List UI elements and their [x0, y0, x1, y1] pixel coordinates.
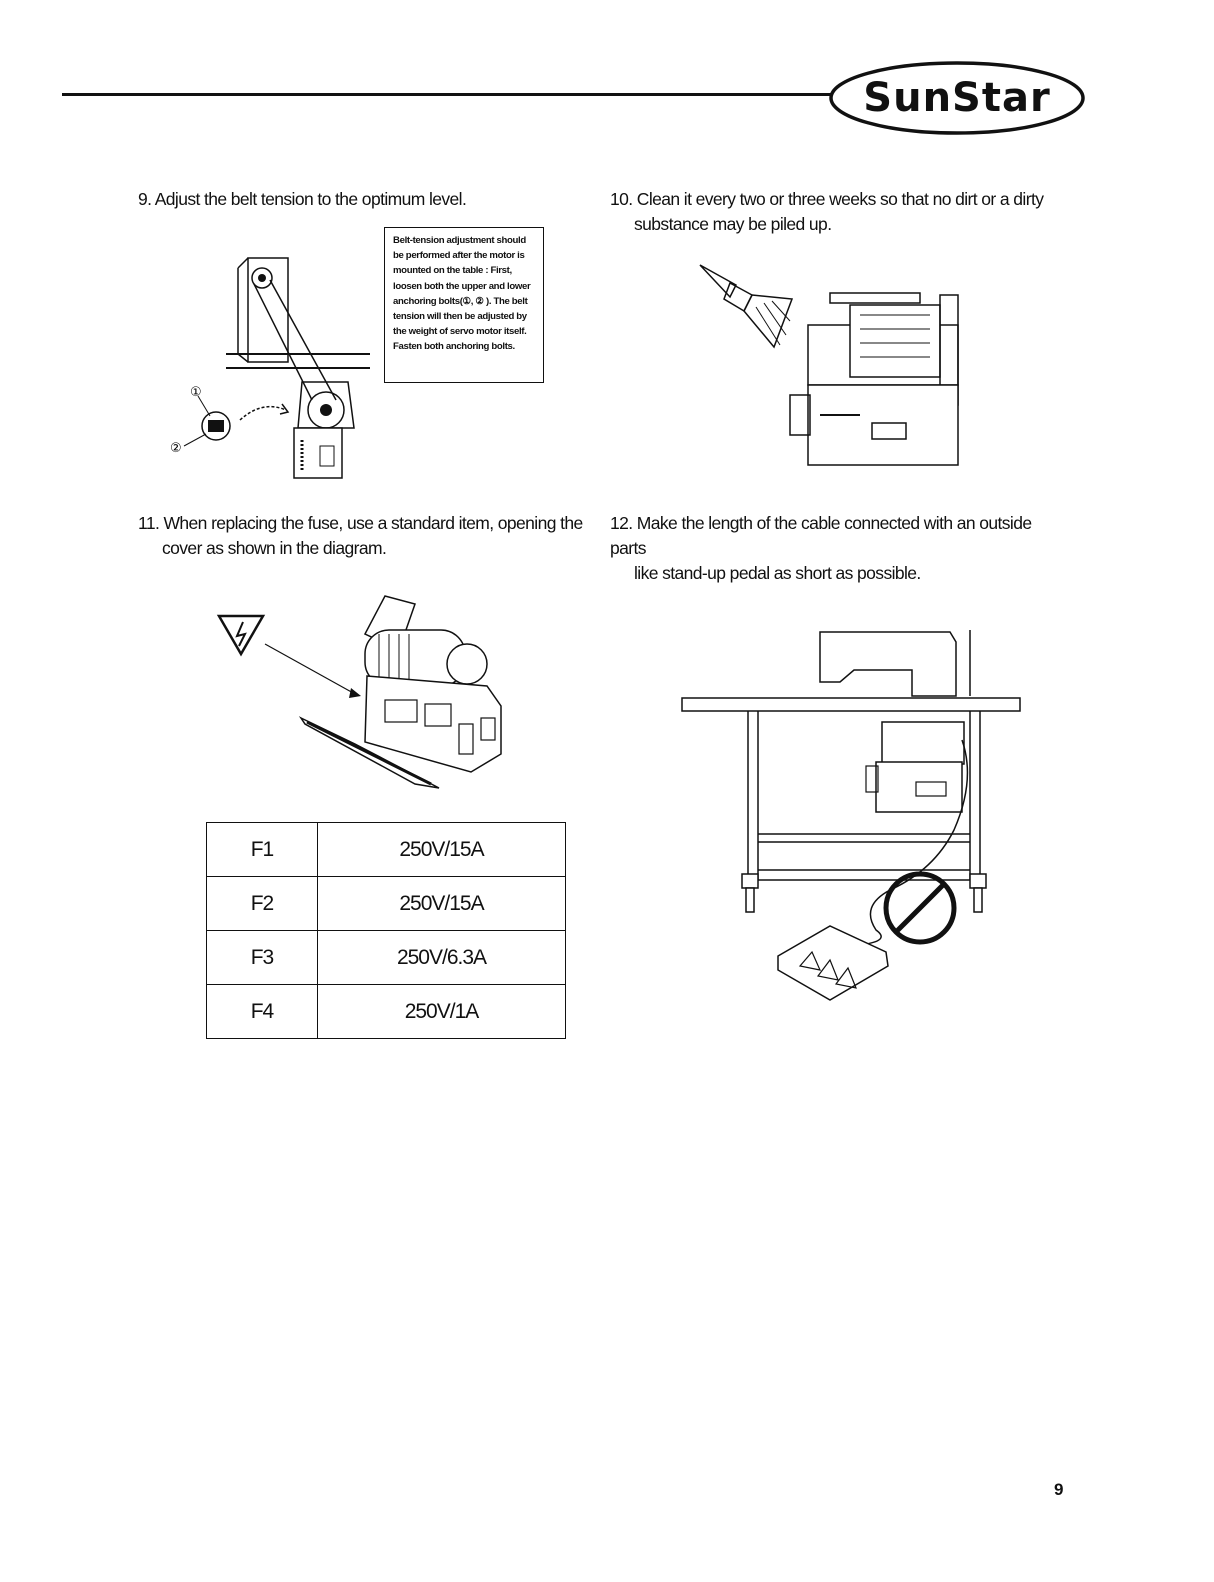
sewing-table-diagram: [681, 630, 1021, 1001]
belt-tension-note: Belt-tension adjustment should be perfor…: [384, 227, 544, 383]
step-number: 11.: [138, 513, 160, 533]
logo-text: SunStar: [863, 75, 1050, 121]
step-11: 11. When replacing the fuse, use a stand…: [138, 511, 593, 561]
callout-1: ①: [190, 385, 202, 400]
fuse-rating: 250V/1A: [317, 984, 566, 1039]
callout-2: ②: [170, 441, 182, 456]
servo-motor-cleaning-diagram: [699, 264, 959, 466]
step-text: Adjust the belt tension to the optimum l…: [154, 189, 467, 209]
table-row: F4 250V/1A: [206, 984, 566, 1039]
step-number: 10.: [610, 189, 633, 209]
step-12: 12. Make the length of the cable connect…: [610, 511, 1070, 586]
sunstar-logo: SunStar: [829, 61, 1085, 135]
step-text-continued: substance may be piled up.: [634, 214, 832, 234]
step-10: 10. Clean it every two or three weeks so…: [610, 187, 1070, 237]
step-text: Make the length of the cable connected w…: [610, 513, 1032, 558]
step-text-continued: like stand-up pedal as short as possible…: [634, 563, 921, 583]
table-row: F2 250V/15A: [206, 876, 566, 931]
fuse-id: F1: [206, 822, 318, 877]
step-9: 9. Adjust the belt tension to the optimu…: [138, 187, 467, 212]
table-row: F1 250V/15A: [206, 822, 566, 877]
fuse-replacement-diagram: [216, 595, 502, 789]
fuse-id: F4: [206, 984, 318, 1039]
table-row: F3 250V/6.3A: [206, 930, 566, 985]
fuse-rating-table: F1 250V/15A F2 250V/15A F3 250V/6.3A F4 …: [206, 822, 566, 1039]
no-symbol-icon: [883, 871, 957, 945]
fuse-id: F2: [206, 876, 318, 931]
fuse-rating: 250V/15A: [317, 822, 566, 877]
fuse-rating: 250V/15A: [317, 876, 566, 931]
step-number: 12.: [610, 513, 633, 533]
cleaning-brush-icon: [699, 264, 794, 349]
step-text: Clean it every two or three weeks so tha…: [636, 189, 1044, 209]
header-rule: [62, 93, 834, 96]
step-number: 9.: [138, 189, 152, 209]
step-text: When replacing the fuse, use a standard …: [163, 513, 584, 533]
high-voltage-warning-icon: [216, 614, 266, 657]
fuse-id: F3: [206, 930, 318, 985]
fuse-rating: 250V/6.3A: [317, 930, 566, 985]
belt-tension-diagram: ① ②: [170, 257, 370, 479]
page-number: 9: [1054, 1480, 1064, 1499]
step-text-continued: cover as shown in the diagram.: [162, 538, 387, 558]
